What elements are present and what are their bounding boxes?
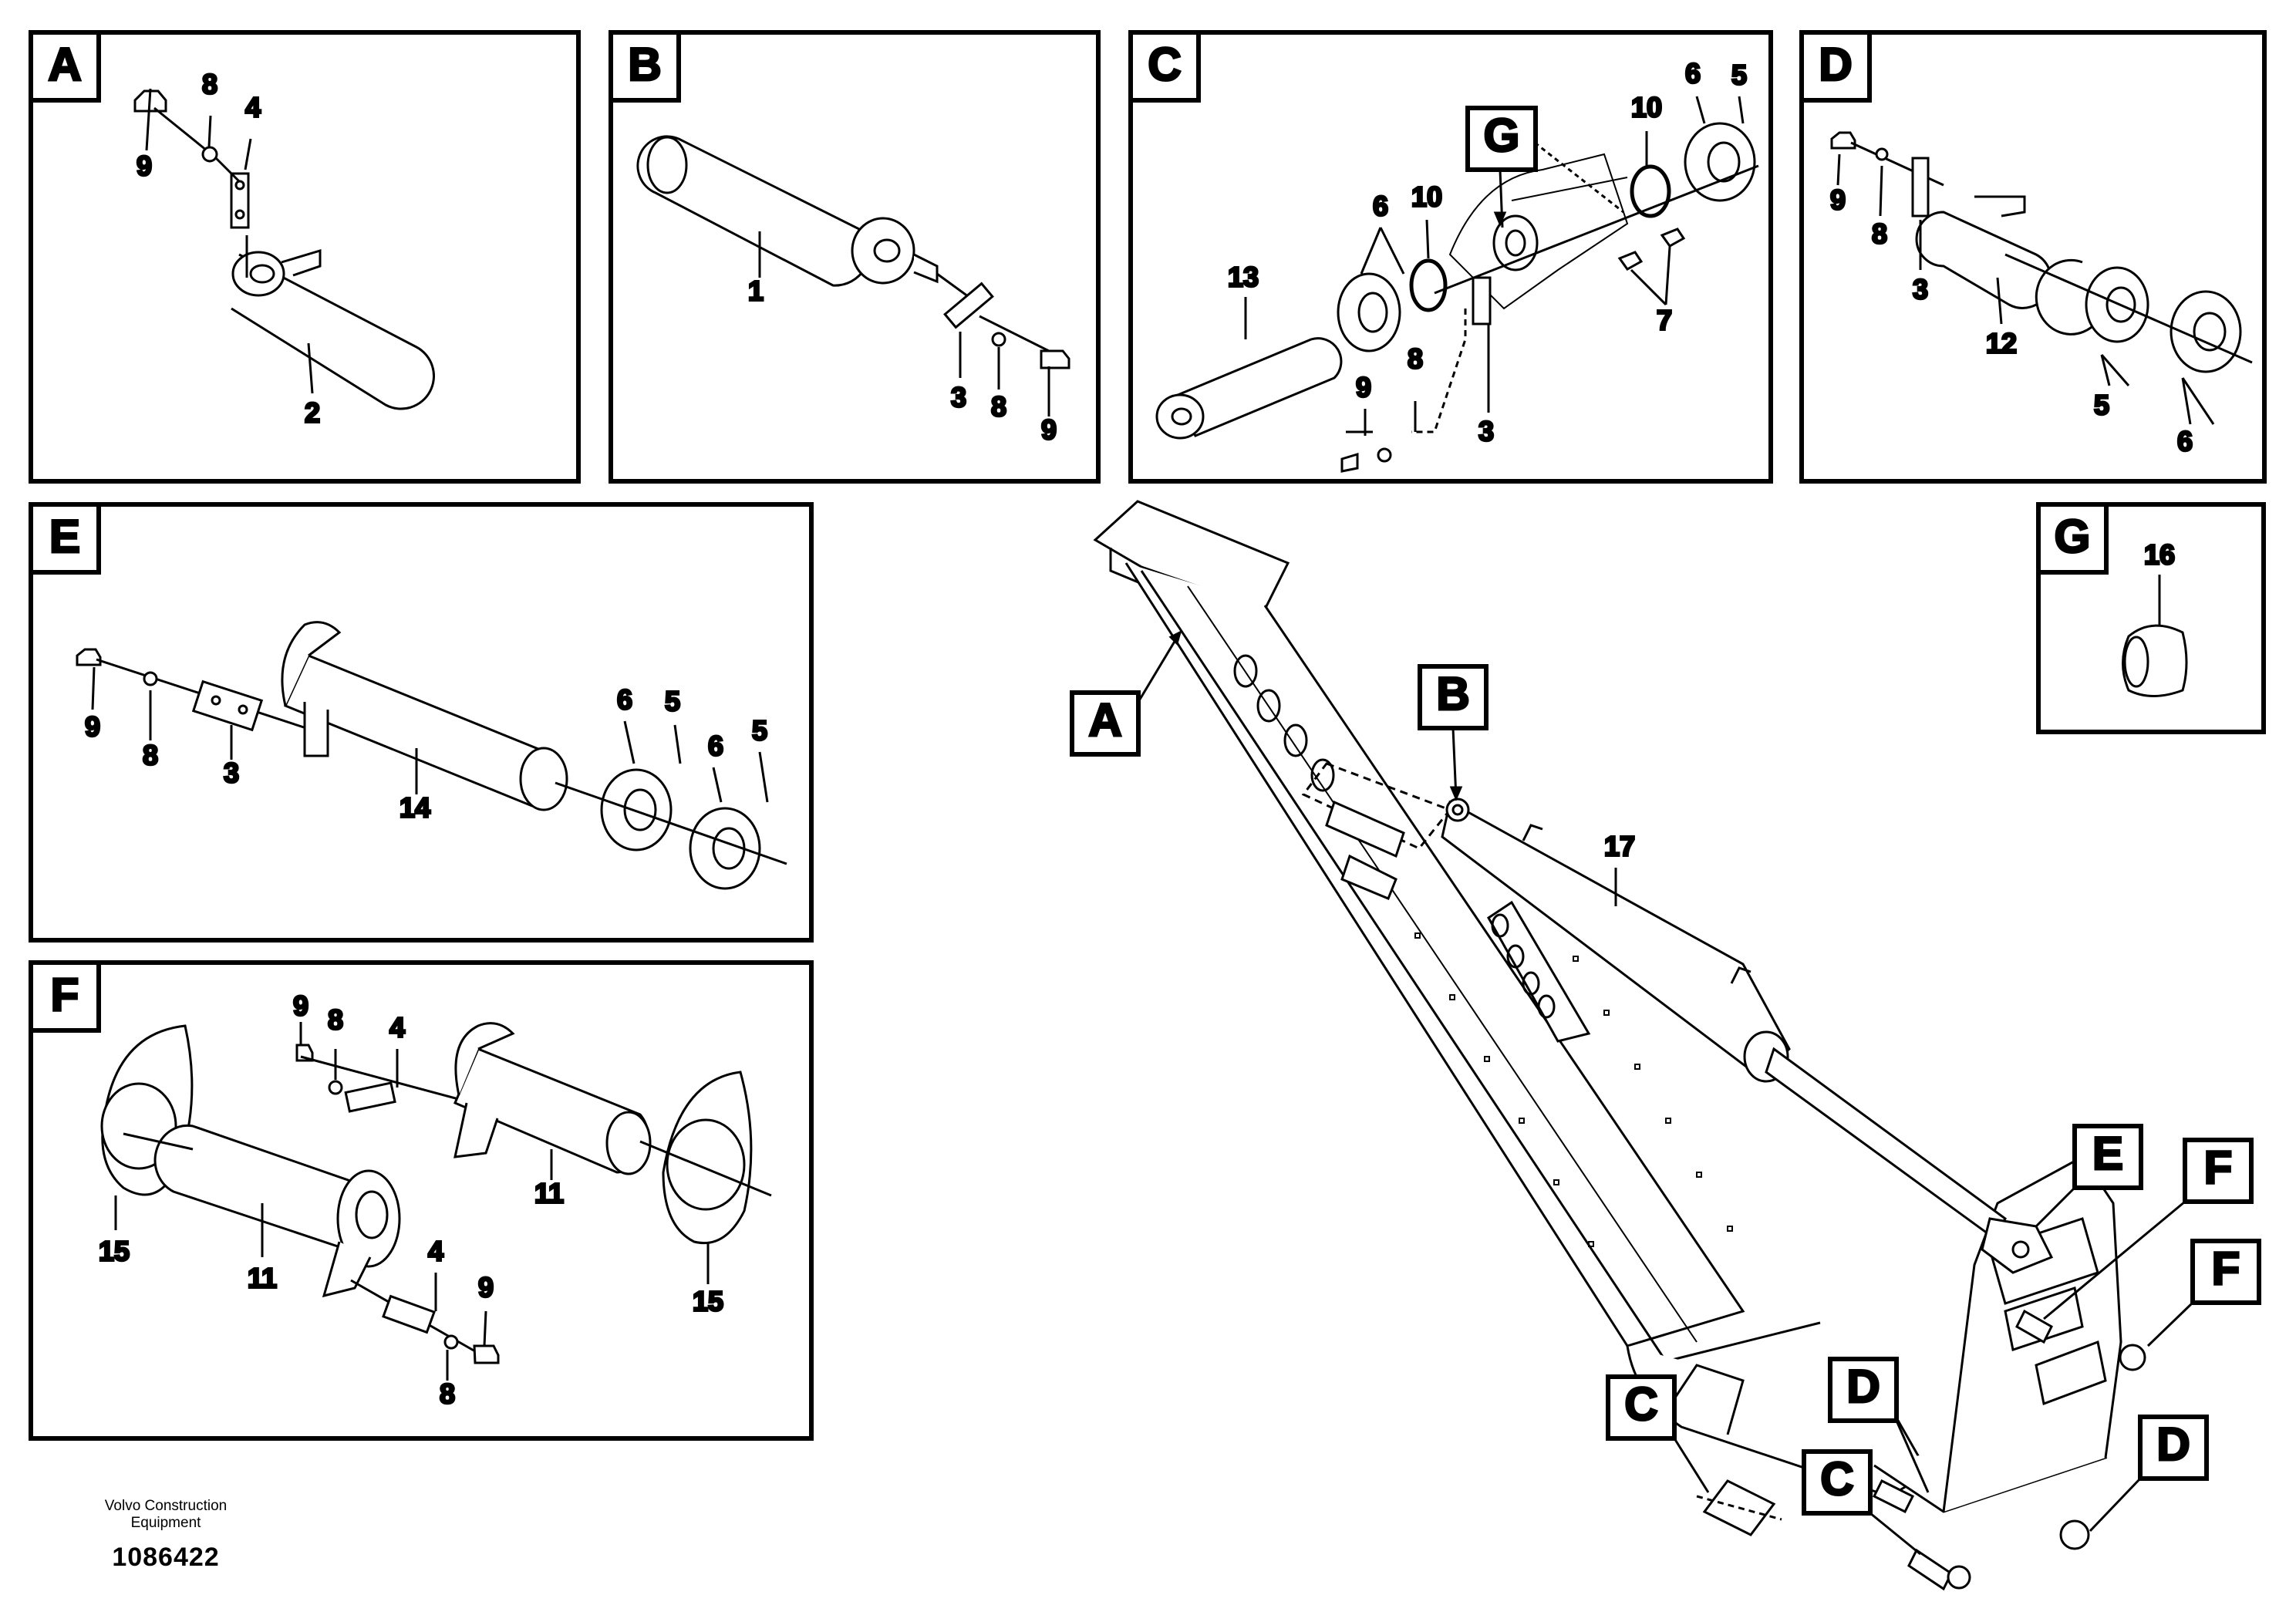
panel-f-callout-8b: 8: [440, 1378, 455, 1410]
panel-d-callout-8: 8: [1872, 218, 1887, 250]
panel-a-letter: A: [48, 39, 81, 90]
main-ref-f2: F: [2146, 1239, 2261, 1347]
svg-text:D: D: [1846, 1361, 1880, 1412]
panel-f-callout-8a: 8: [328, 1004, 343, 1036]
panel-d: D: [1799, 30, 2267, 484]
svg-text:C: C: [1624, 1378, 1657, 1430]
panel-e-callout-6b: 6: [708, 730, 723, 762]
panel-c-callout-10b: 10: [1631, 92, 1662, 123]
panel-c-g-label: G: [1484, 110, 1520, 161]
main-ref-b: B: [1418, 664, 1489, 801]
panel-d-letter: D: [1819, 39, 1852, 90]
panel-a-callout-4: 4: [245, 92, 261, 123]
panel-c-callout-3: 3: [1478, 416, 1494, 447]
panel-c-callout-9: 9: [1356, 372, 1371, 403]
document-number: 1086422: [112, 1543, 220, 1572]
brand-name: Volvo Construction Equipment: [104, 1498, 228, 1531]
panel-e-callout-6a: 6: [617, 684, 632, 716]
panel-f-letter: F: [51, 969, 79, 1020]
svg-text:C: C: [1820, 1453, 1853, 1505]
svg-text:D: D: [2156, 1418, 2190, 1470]
panel-e-callout-5b: 5: [752, 715, 767, 747]
panel-g-letter: G: [2055, 511, 2091, 562]
svg-text:F: F: [2212, 1243, 2240, 1294]
panel-b-callout-1: 1: [748, 275, 764, 307]
panel-c-callout-6a: 6: [1373, 191, 1388, 222]
panel-c-callout-8: 8: [1408, 343, 1423, 375]
main-ref-e: E: [2035, 1124, 2143, 1228]
panel-c-callout-10a: 10: [1411, 181, 1442, 213]
panel-d-callout-5: 5: [2094, 389, 2109, 421]
panel-c-callout-7: 7: [1657, 305, 1672, 336]
panel-f-callout-4b: 4: [428, 1236, 443, 1267]
panel-c-letter: C: [1148, 39, 1181, 90]
main-ref-f1: F: [2043, 1138, 2254, 1320]
panel-f-callout-9b: 9: [478, 1272, 494, 1303]
panel-b-letter: B: [628, 39, 661, 90]
panel-f-callout-9a: 9: [293, 990, 308, 1022]
panel-e-letter: E: [49, 511, 80, 562]
panel-a-callout-2: 2: [305, 397, 320, 429]
svg-text:E: E: [2092, 1128, 2123, 1179]
main-ref-d1: D: [1828, 1357, 1930, 1493]
panel-e: E: [29, 502, 814, 943]
panel-f-callout-4a: 4: [389, 1012, 405, 1044]
panel-e-callout-5a: 5: [665, 686, 680, 717]
panel-a-callout-9: 9: [137, 150, 152, 182]
panel-f-callout-11a: 11: [534, 1178, 564, 1209]
panel-e-callout-14: 14: [400, 792, 430, 824]
panel-b-callout-8: 8: [991, 391, 1006, 423]
panel-b-callout-9: 9: [1041, 414, 1057, 446]
svg-text:F: F: [2204, 1141, 2233, 1193]
panel-e-callout-8: 8: [143, 740, 158, 771]
panel-c-callout-5: 5: [1731, 59, 1747, 91]
main-ref-a: A: [1070, 630, 1182, 757]
main-ref-d2: D: [2089, 1415, 2209, 1533]
panel-e-callout-9: 9: [85, 711, 100, 743]
panel-e-callout-3: 3: [224, 757, 239, 789]
panel-d-callout-9: 9: [1830, 184, 1846, 216]
panel-d-callout-6: 6: [2177, 426, 2193, 457]
panel-f-callout-15b: 15: [693, 1286, 723, 1317]
panel-c-callout-13: 13: [1228, 261, 1259, 293]
footer: Volvo Construction Equipment 1086422: [85, 1498, 247, 1573]
panel-a: A: [29, 30, 581, 484]
boom-assembly: [1093, 500, 2146, 1591]
main-ref-c1: C: [1606, 1374, 1710, 1493]
panel-c-callout-6b: 6: [1685, 58, 1701, 89]
panel-b: B: [609, 30, 1101, 484]
panel-c: C: [1128, 30, 1773, 484]
panel-g-callout-16: 16: [2144, 539, 2175, 571]
panel-a-callout-8: 8: [202, 69, 217, 100]
panel-f-callout-15a: 15: [99, 1236, 130, 1267]
panel-f-callout-11b: 11: [248, 1263, 277, 1294]
svg-text:B: B: [1436, 668, 1469, 720]
main-callout-17: 17: [1604, 831, 1635, 862]
main-ref-c2: C: [1802, 1449, 1921, 1556]
panel-d-callout-3: 3: [1913, 274, 1928, 305]
panel-f: F: [29, 960, 814, 1441]
panel-d-callout-12: 12: [1986, 328, 2017, 359]
svg-text:A: A: [1088, 694, 1121, 746]
panel-b-callout-3: 3: [951, 382, 966, 413]
panel-g: G: [2036, 502, 2266, 734]
